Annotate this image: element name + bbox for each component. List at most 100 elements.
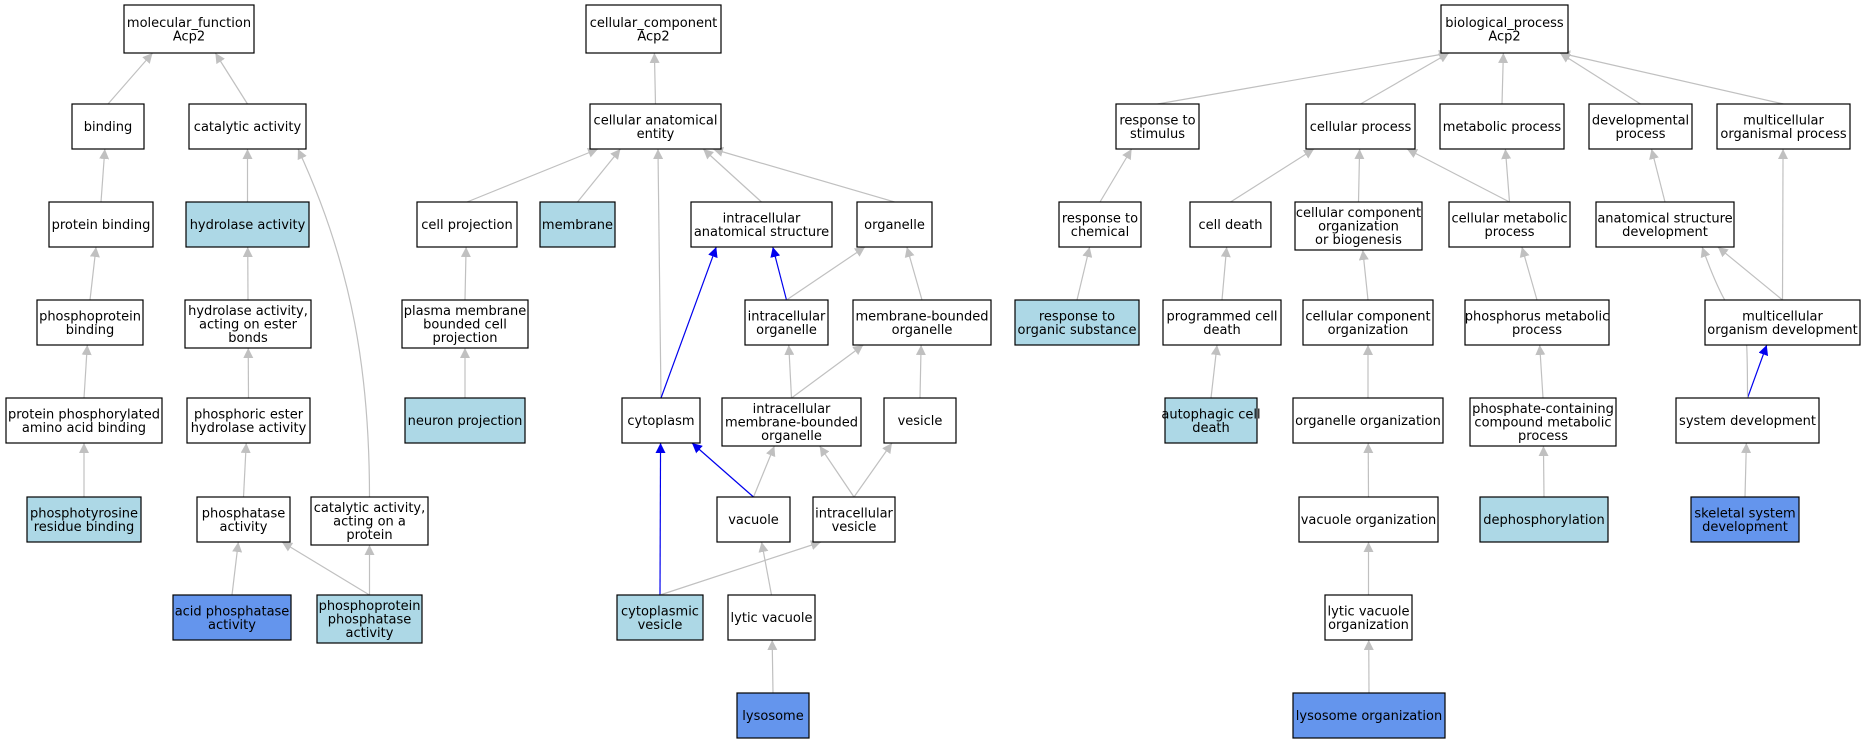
node-box-membrane [539, 201, 616, 248]
node-catalytic: catalytic activity [188, 103, 307, 150]
node-box-vacuole [716, 496, 791, 543]
node-box-intves [812, 496, 896, 543]
edge-autocd-to-pcd [1210, 344, 1221, 399]
node-label-metproc: metabolic process [1443, 120, 1562, 135]
node-label-pcd: programmed cell [1167, 309, 1278, 324]
node-label-phosester: phosphoric ester [194, 407, 304, 422]
node-box-phosester [186, 397, 311, 444]
node-box-phosphatase [196, 496, 291, 543]
node-celldeath: cell death [1189, 201, 1272, 248]
node-box-ias [690, 201, 833, 248]
edge-lysosome-to-lyticvac [767, 639, 778, 694]
node-box-protbind [48, 201, 154, 248]
edge-vacuole-to-cytoplasm [691, 442, 754, 498]
node-box-resporg [1014, 299, 1140, 346]
node-label-cc: cellular_component [590, 16, 718, 31]
node-label-imbo: membrane-bounded [725, 416, 858, 431]
node-label-acidphos: acid phosphatase [175, 604, 290, 619]
edge-binding-to-mf [107, 52, 154, 105]
edge-catprot-to-catalytic [297, 148, 371, 498]
edges-layer [79, 49, 1789, 694]
node-box-lysoorg [1292, 692, 1446, 739]
node-label-pmbcp: projection [433, 331, 498, 346]
node-label-phosmet: process [1512, 323, 1562, 338]
node-box-respchem [1058, 201, 1142, 248]
node-label-devproc: developmental [1592, 113, 1689, 128]
node-label-cco: cellular component [1305, 309, 1430, 324]
node-box-asd [1595, 201, 1735, 248]
node-box-phosprotphos [316, 594, 423, 644]
node-box-ccob [1294, 201, 1423, 251]
node-label-lytvacorg: organization [1328, 618, 1409, 633]
node-label-cytoplasm: cytoplasm [627, 414, 694, 429]
node-label-intves: vesicle [832, 520, 877, 535]
node-box-cc [585, 4, 722, 54]
node-label-autocd: autophagic cell [1161, 407, 1260, 422]
node-label-pccm: phosphate-containing [1472, 402, 1614, 417]
node-label-lysosome: lysosome [742, 709, 803, 724]
node-label-mf: Acp2 [173, 29, 205, 44]
node-label-mbo: membrane-bounded [855, 309, 988, 324]
node-box-dephos [1479, 496, 1609, 543]
edge-ias-to-cae [702, 148, 762, 203]
node-label-phosprotphos: phosphatase [328, 613, 412, 628]
node-label-mod: multicellular [1742, 309, 1823, 324]
node-label-respchem: response to [1062, 211, 1138, 226]
node-label-phosphatase: activity [220, 520, 268, 535]
node-label-celldeath: cell death [1198, 218, 1262, 233]
node-label-phosprotphos: phosphoprotein [319, 599, 421, 614]
edge-dephos-to-pccm [1538, 445, 1549, 498]
node-label-pcd: death [1203, 323, 1241, 338]
node-metproc: metabolic process [1439, 103, 1565, 150]
node-box-lyticvac [727, 594, 816, 641]
node-cellproj: cell projection [416, 201, 518, 248]
node-box-multiproc [1716, 103, 1851, 150]
edge-cytoplasm-to-cae [653, 148, 664, 399]
node-hydrolase: hydrolase activity [185, 201, 310, 248]
edge-imbo-to-intorg [784, 344, 795, 399]
edge-cellproc-to-bp [1360, 52, 1450, 105]
node-box-skeldev [1690, 496, 1800, 543]
edge-intorg-to-organelle [786, 246, 866, 301]
node-cytoplasm: cytoplasm [621, 397, 701, 444]
node-box-respstim [1115, 103, 1200, 150]
node-lyticvac: lytic vacuole [727, 594, 816, 641]
node-box-cae [589, 103, 722, 150]
node-orgorg: organelle organization [1292, 397, 1444, 444]
node-label-orgorg: organelle organization [1295, 414, 1441, 429]
edge-celldeath-to-cellproc [1230, 148, 1315, 203]
node-label-hydroester: hydrolase activity, [188, 304, 308, 319]
node-label-imbo: intracellular [753, 402, 831, 417]
node-box-binding [71, 103, 145, 150]
edge-mod-to-multiproc [1778, 148, 1789, 301]
edge-asd-to-devproc [1649, 148, 1666, 203]
node-label-intorg: organelle [756, 323, 817, 338]
node-label-catalytic: catalytic activity [194, 120, 302, 135]
node-label-neuronproj: neuron projection [408, 414, 523, 429]
node-label-hydrolase: hydrolase activity [190, 218, 306, 233]
node-box-cellmet [1448, 201, 1571, 248]
edge-catalytic-to-mf [214, 52, 249, 105]
edge-resporg-to-respchem [1076, 246, 1093, 301]
edge-respchem-to-respstim [1099, 148, 1133, 203]
edge-metproc-to-bp [1498, 52, 1509, 105]
node-label-acidphos: activity [208, 618, 256, 633]
edge-ccob-to-cellproc [1354, 148, 1365, 203]
node-label-lysoorg: lysosome organization [1296, 709, 1442, 724]
node-box-bp [1440, 4, 1569, 54]
node-box-lysosome [736, 692, 810, 739]
node-label-mbo: organelle [892, 323, 953, 338]
